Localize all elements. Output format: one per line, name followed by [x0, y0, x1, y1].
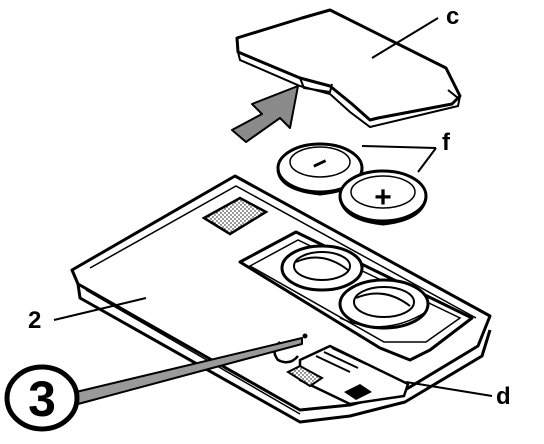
leader-key-plate — [405, 381, 493, 397]
label-cover: c — [446, 3, 459, 30]
step-callout-circle — [4, 364, 80, 432]
leader-cover — [371, 17, 439, 59]
label-step-number: 3 — [28, 371, 56, 427]
battery-cover — [235, 8, 462, 129]
push-arrow — [231, 85, 299, 143]
label-key-plate: d — [496, 383, 511, 410]
leader-key-body — [53, 297, 147, 321]
key-body — [70, 174, 492, 424]
coin-battery-positive — [338, 169, 428, 226]
label-batteries: f — [442, 129, 451, 156]
plus-symbol: + — [374, 181, 392, 214]
label-key-body: 2 — [28, 307, 41, 334]
leader-batteries — [361, 145, 437, 173]
